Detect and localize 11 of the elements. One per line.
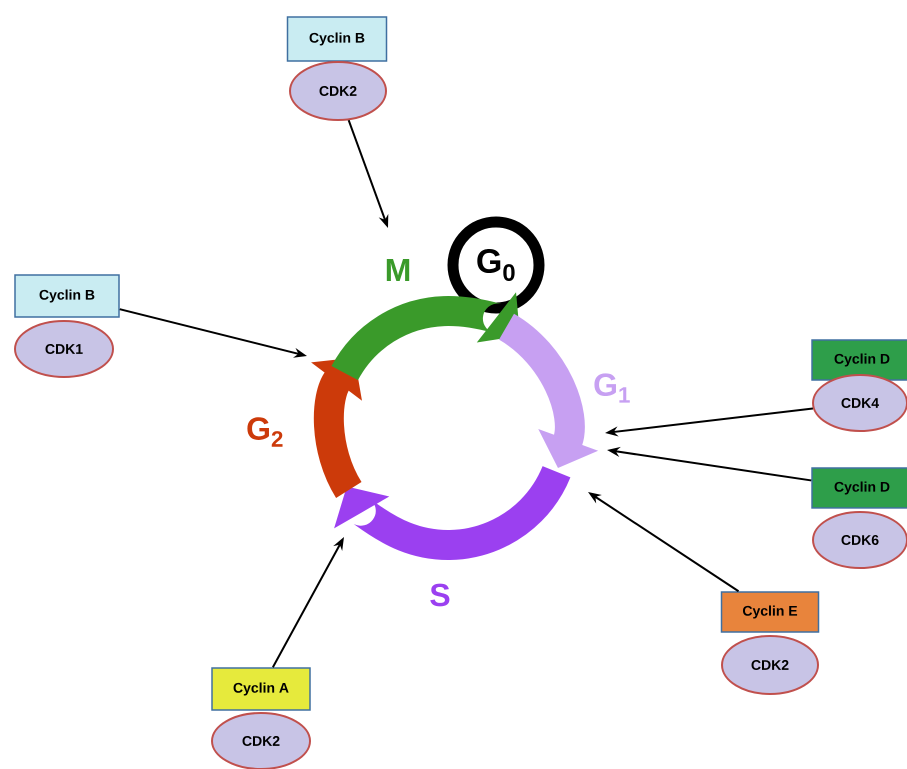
phase-ring: G$_{0}$ (448, 216, 544, 314)
phase-label: G$_{1}$ (594, 373, 630, 403)
cyclin-box: Cyclin D (811, 467, 907, 509)
cyclin-box: Cyclin B (14, 274, 120, 318)
cyclin-box: Cyclin D (811, 339, 907, 381)
cyclin-box: Cyclin A (211, 667, 311, 711)
phase-label: S (430, 584, 450, 606)
phase-label: M (386, 259, 410, 281)
cyclin-box: Cyclin E (720, 591, 820, 633)
phase-label: G$_{2}$ (247, 417, 283, 447)
cyclin-box: Cyclin B (286, 16, 388, 62)
